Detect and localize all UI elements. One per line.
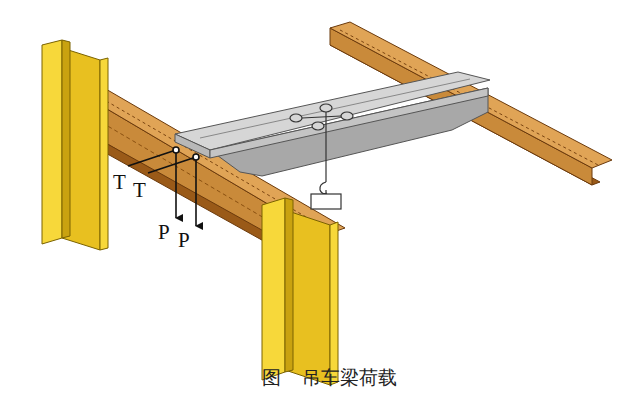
front-column xyxy=(262,198,338,385)
vertical-load-label: P xyxy=(178,230,190,251)
crane-bridge xyxy=(175,72,490,176)
horizontal-force-label: T xyxy=(133,180,146,201)
left-column xyxy=(42,40,108,250)
trolley xyxy=(290,104,353,209)
horizontal-force-label: T xyxy=(113,172,126,193)
load-arrows xyxy=(128,147,199,226)
vertical-load-label: P xyxy=(158,222,170,243)
figure-caption: 图 吊车梁荷载 xyxy=(262,368,397,387)
